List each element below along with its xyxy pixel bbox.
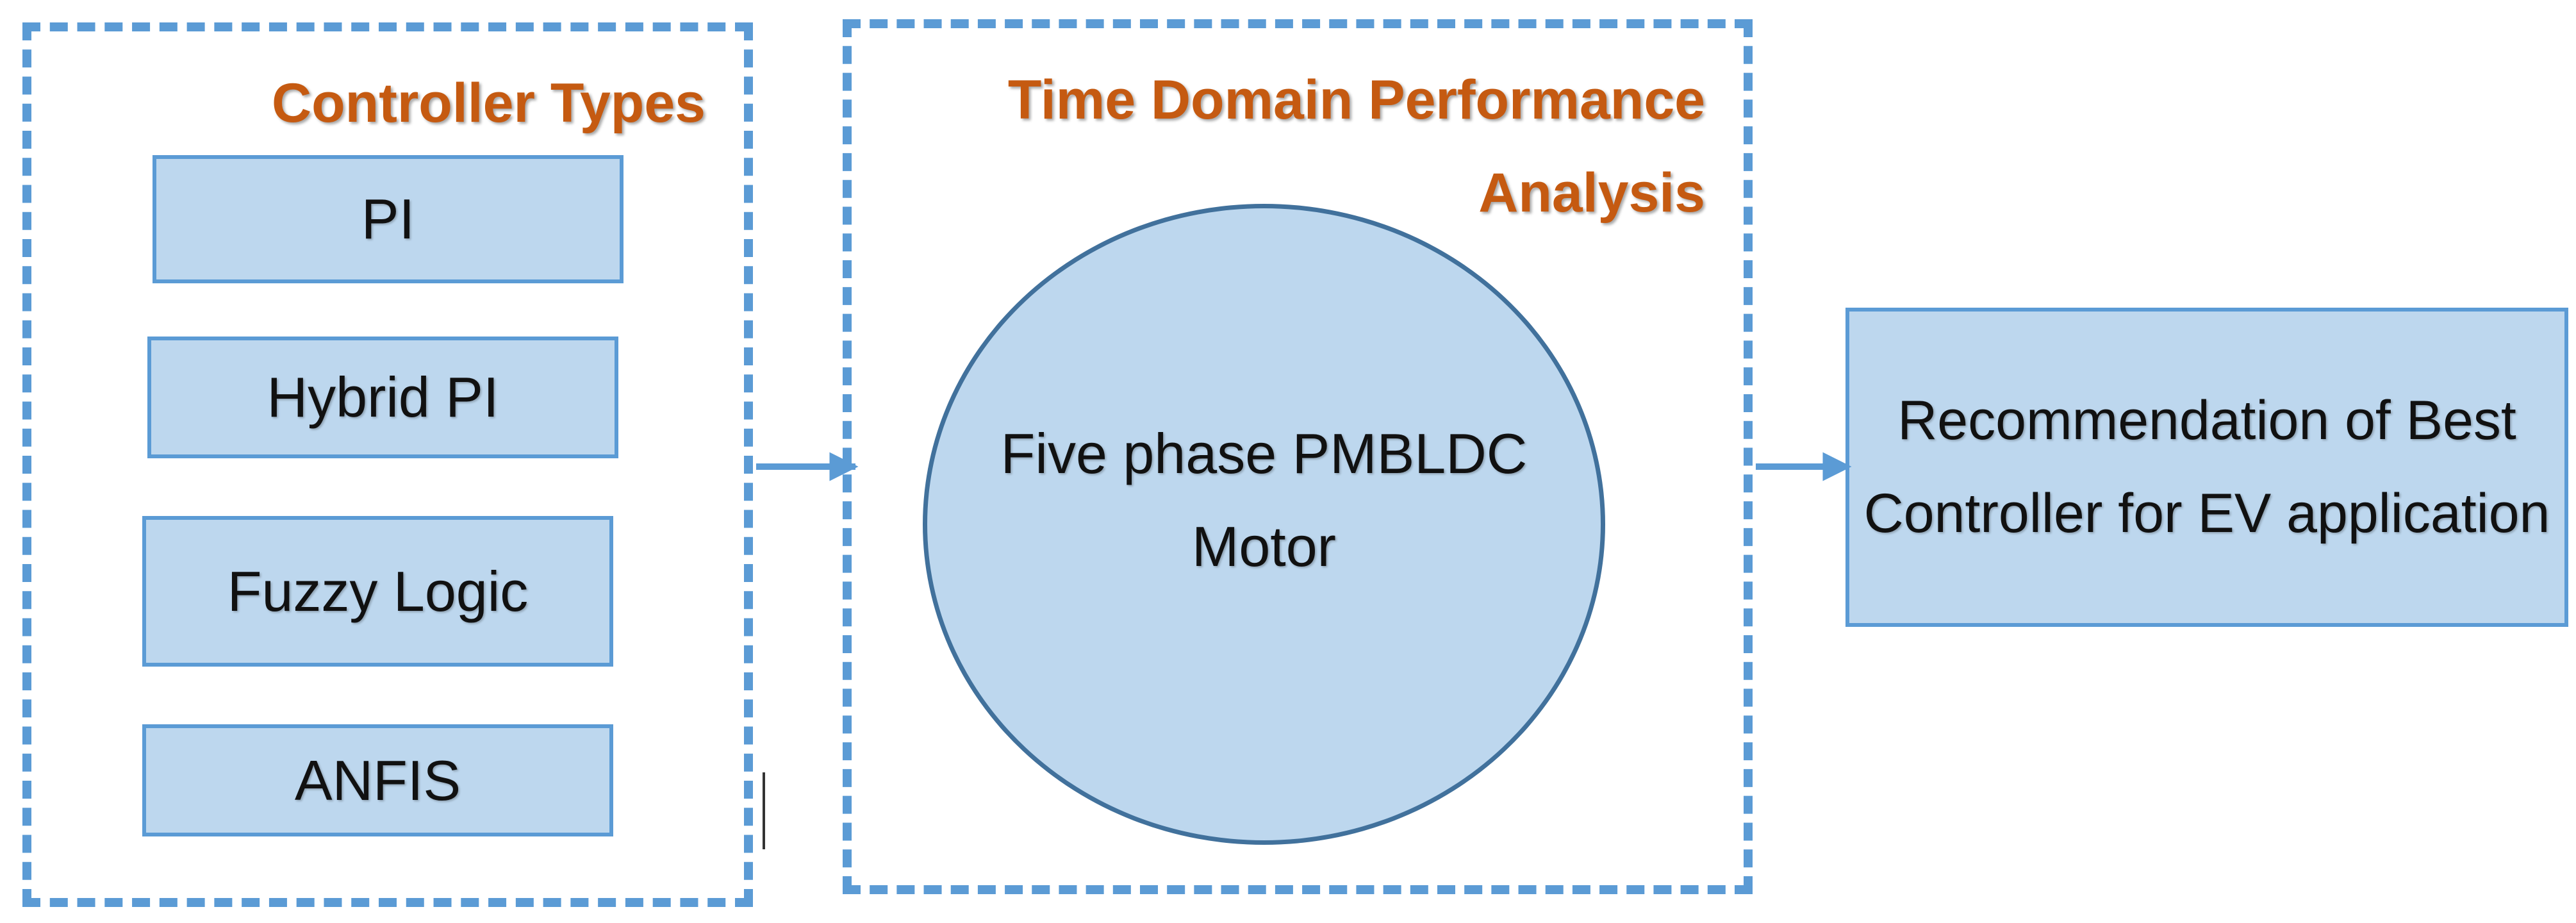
controller-anfis-box: ANFIS — [142, 724, 613, 836]
controller-hybrid-pi-box: Hybrid PI — [147, 337, 618, 458]
motor-label: Five phase PMBLDC Motor — [1000, 422, 1528, 578]
controller-hybrid-pi-label: Hybrid PI — [267, 365, 499, 429]
performance-analysis-title: Time Domain Performance Analysis — [1007, 69, 1705, 224]
controller-types-title: Controller Types — [272, 72, 706, 134]
controller-types-group: Controller Types — [22, 22, 753, 907]
recommendation-label: Recommendation of Best Controller for EV… — [1863, 390, 2550, 544]
controller-pi-box: PI — [153, 155, 623, 283]
controller-pi-label: PI — [361, 187, 415, 251]
controller-fuzzy-logic-label: Fuzzy Logic — [227, 559, 529, 623]
performance-analysis-group: Time Domain Performance Analysis — [843, 19, 1753, 894]
text-cursor — [763, 772, 765, 849]
motor-circle: Five phase PMBLDC Motor — [923, 204, 1605, 845]
controller-anfis-label: ANFIS — [294, 748, 461, 812]
recommendation-box: Recommendation of Best Controller for EV… — [1845, 308, 2568, 627]
controller-fuzzy-logic-box: Fuzzy Logic — [142, 516, 613, 667]
